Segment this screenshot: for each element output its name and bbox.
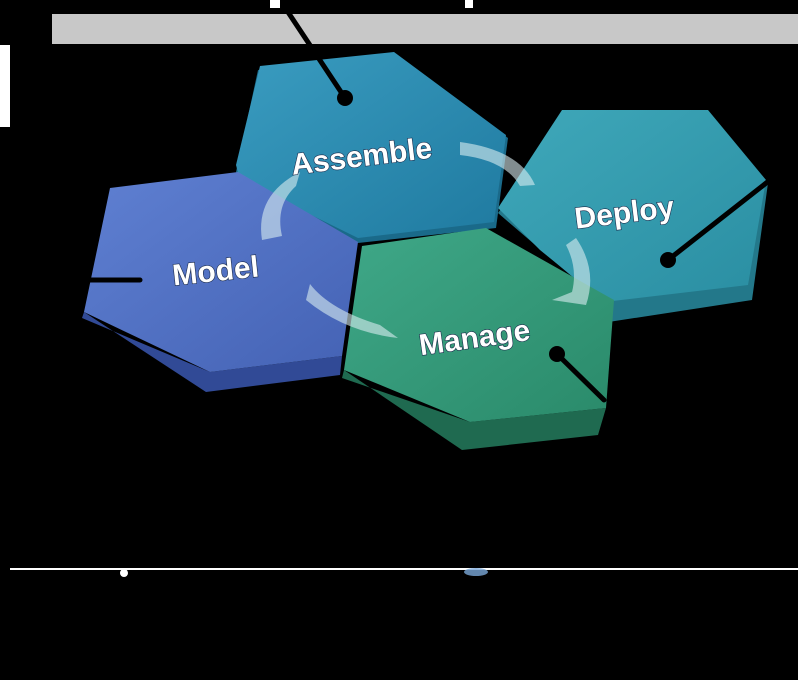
- callout-dot-icon: [660, 252, 676, 268]
- callout-dot-icon: [337, 90, 353, 106]
- callout-dot-icon: [549, 346, 565, 362]
- left-white-tab: [0, 45, 10, 127]
- hexagon-assemble[interactable]: [236, 52, 508, 243]
- divider-dot-icon: [120, 569, 128, 577]
- top-mark: [465, 0, 473, 8]
- callout-line-manage: [554, 351, 607, 403]
- callout-lines: [79, 0, 773, 403]
- hexagon-manage[interactable]: [342, 228, 614, 450]
- top-mark: [270, 0, 280, 8]
- callout-line-deploy: [665, 177, 773, 263]
- hexagon-model[interactable]: [82, 172, 358, 392]
- top-band: [52, 14, 798, 44]
- hexagon-deploy[interactable]: [498, 110, 768, 323]
- callout-line-assemble: [277, 0, 348, 101]
- reflection-mark: [464, 568, 488, 576]
- model-label: Model: [171, 251, 261, 293]
- cycle-arrow-icon: [261, 142, 591, 338]
